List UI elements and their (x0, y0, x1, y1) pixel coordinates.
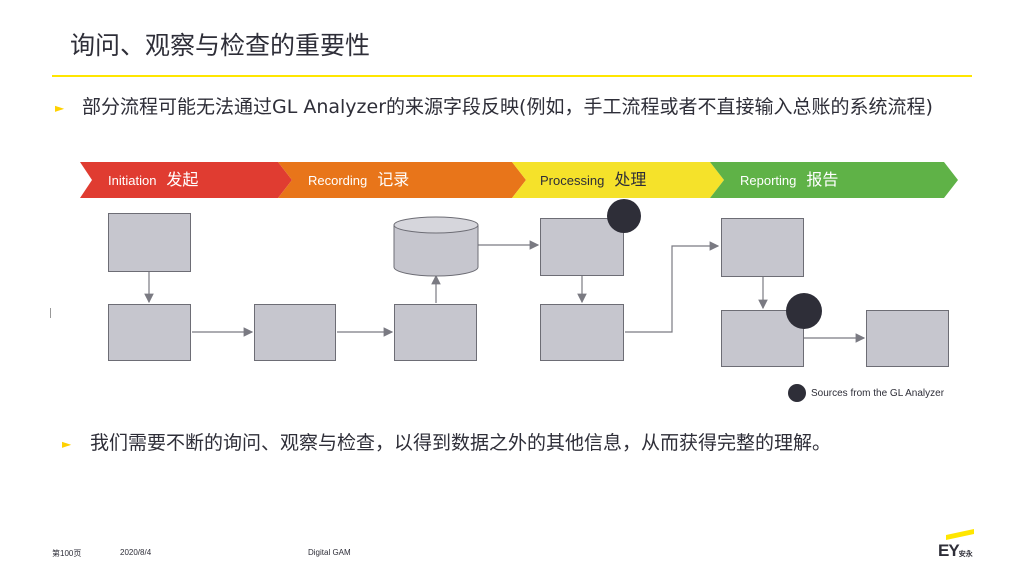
legend-label: Sources from the GL Analyzer (811, 387, 945, 399)
stage-label-en: Reporting (740, 173, 797, 188)
process-box (108, 304, 191, 361)
stage-label-zh: 记录 (377, 170, 410, 189)
stage-recording: Recording 记录 (278, 162, 526, 198)
stage-label-en: Initiation (108, 173, 157, 188)
slide-title: 询问、观察与检查的重要性 (70, 31, 371, 60)
bullet-arrow-icon: ► (62, 437, 72, 451)
edge-tick (50, 308, 51, 318)
stage-processing: Processing 处理 (512, 162, 724, 198)
stage-label-en: Recording (308, 173, 368, 188)
legend-dot-icon (788, 384, 806, 402)
legend: Sources from the GL Analyzer (788, 384, 944, 402)
process-box (866, 310, 949, 367)
logo-subtext: 安永 (958, 551, 973, 558)
gl-source-marker (786, 293, 822, 329)
stage-label-zh: 处理 (614, 170, 647, 189)
stage-reporting: Reporting 报告 (710, 162, 958, 198)
footer-page-number: 第100页 (52, 549, 82, 558)
stage-chevron-shape (278, 162, 526, 198)
process-box (540, 218, 624, 276)
connector-line (625, 241, 720, 333)
process-box (254, 304, 336, 361)
stage-label-zh: 报告 (806, 170, 839, 189)
stage-label-zh: 发起 (166, 170, 199, 189)
footer-date: 2020/8/4 (120, 548, 152, 557)
ey-logo: EY安永 (938, 529, 974, 560)
stage-chevron-shape (80, 162, 292, 198)
title-underline (52, 75, 972, 77)
process-box (540, 304, 624, 361)
stage-label-en: Processing (540, 173, 605, 188)
footer-center-text: Digital GAM (308, 548, 351, 557)
process-box (394, 304, 477, 361)
stage-chevron-shape (710, 162, 958, 198)
bullet-arrow-icon: ► (55, 101, 65, 115)
process-box (721, 218, 804, 277)
stage-initiation: Initiation 发起 (80, 162, 292, 198)
logo-accent-bar (946, 529, 974, 540)
process-box (108, 213, 191, 272)
bullet-text-1: 部分流程可能无法通过GL Analyzer的来源字段反映(例如，手工流程或者不直… (82, 96, 933, 118)
stage-chevron-shape (512, 162, 724, 198)
database-cylinder-icon (393, 216, 479, 277)
gl-source-marker (607, 199, 641, 233)
bullet-text-2: 我们需要不断的询问、观察与检查，以得到数据之外的其他信息，从而获得完整的理解。 (90, 432, 832, 454)
logo-text: EY (938, 541, 960, 560)
